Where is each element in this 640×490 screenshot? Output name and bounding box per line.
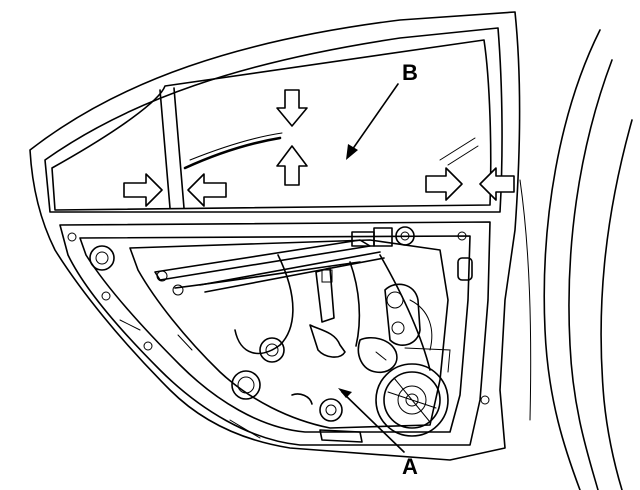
window-glass	[51, 39, 492, 211]
arrow-right-icon	[123, 173, 163, 207]
part-a-grommet	[231, 370, 261, 400]
arrow-down-icon	[276, 89, 308, 127]
arrow-up-icon	[276, 145, 308, 186]
arrow-left-icon	[187, 173, 227, 207]
motor-and-speaker	[357, 283, 451, 437]
regulator-assembly	[154, 226, 431, 371]
callout-label-a: A	[402, 454, 418, 479]
inner-panel	[59, 221, 491, 446]
callout-label-b: B	[402, 60, 418, 85]
service-holes	[259, 324, 363, 443]
arrow-right-icon	[425, 167, 463, 201]
leader-line-b	[351, 83, 399, 151]
leader-line-a	[341, 391, 405, 453]
direction-arrows	[123, 89, 515, 207]
door-shell	[29, 11, 521, 461]
body-pillar	[519, 29, 633, 490]
leader-lines	[338, 83, 405, 453]
arrow-left-icon	[479, 167, 515, 201]
leader-arrowhead-b	[346, 144, 358, 160]
leader-arrowhead-a	[338, 388, 352, 398]
